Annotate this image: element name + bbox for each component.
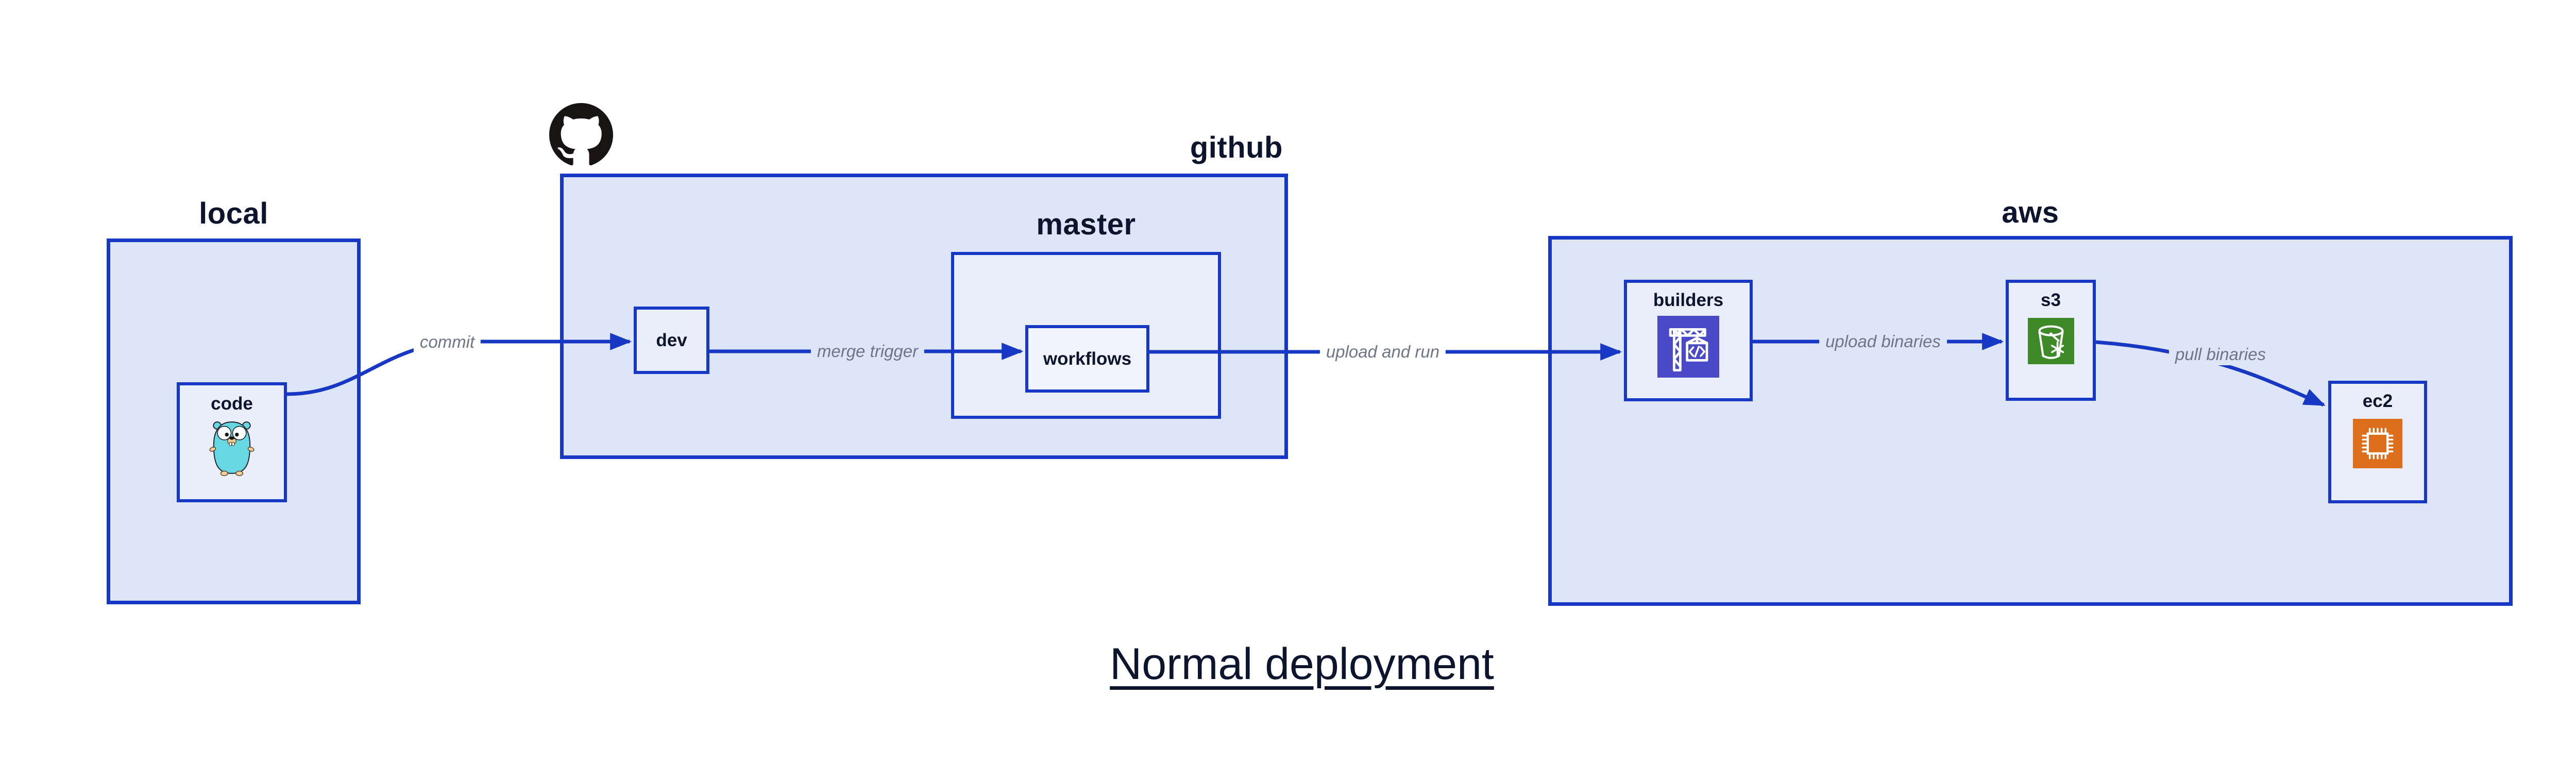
container-master-label: master (1036, 208, 1136, 241)
edge-label-upload-and-run: upload and run (1319, 341, 1446, 363)
node-builders-label: builders (1653, 290, 1724, 310)
node-workflows-label: workflows (1043, 348, 1132, 369)
node-code-label: code (211, 394, 253, 414)
container-local-label: local (199, 197, 268, 230)
container-github-label: github (1190, 131, 1283, 164)
node-builders: builders (1624, 280, 1753, 401)
node-code: code (177, 382, 287, 502)
container-aws-label: aws (2002, 196, 2059, 229)
s3-bucket-icon (2027, 318, 2074, 364)
edge-label-pull-binaries: pull binaries (2168, 344, 2273, 365)
github-octocat-icon (549, 103, 613, 165)
go-gopher-icon (209, 421, 255, 476)
node-ec2: ec2 (2328, 381, 2427, 503)
node-dev-label: dev (656, 330, 687, 350)
ec2-chip-icon (2353, 419, 2402, 468)
edge-label-upload-binaries: upload binaries (1819, 331, 1947, 352)
node-s3: s3 (2006, 280, 2096, 401)
node-workflows: workflows (1025, 325, 1149, 393)
node-ec2-label: ec2 (2362, 391, 2393, 411)
node-s3-label: s3 (2041, 290, 2061, 310)
codebuild-crane-icon (1657, 316, 1719, 378)
edge-label-commit: commit (413, 331, 481, 353)
diagram-title: Normal deployment (1110, 639, 1494, 689)
edge-label-merge-trigger: merge trigger (810, 341, 925, 362)
node-dev: dev (634, 307, 709, 374)
